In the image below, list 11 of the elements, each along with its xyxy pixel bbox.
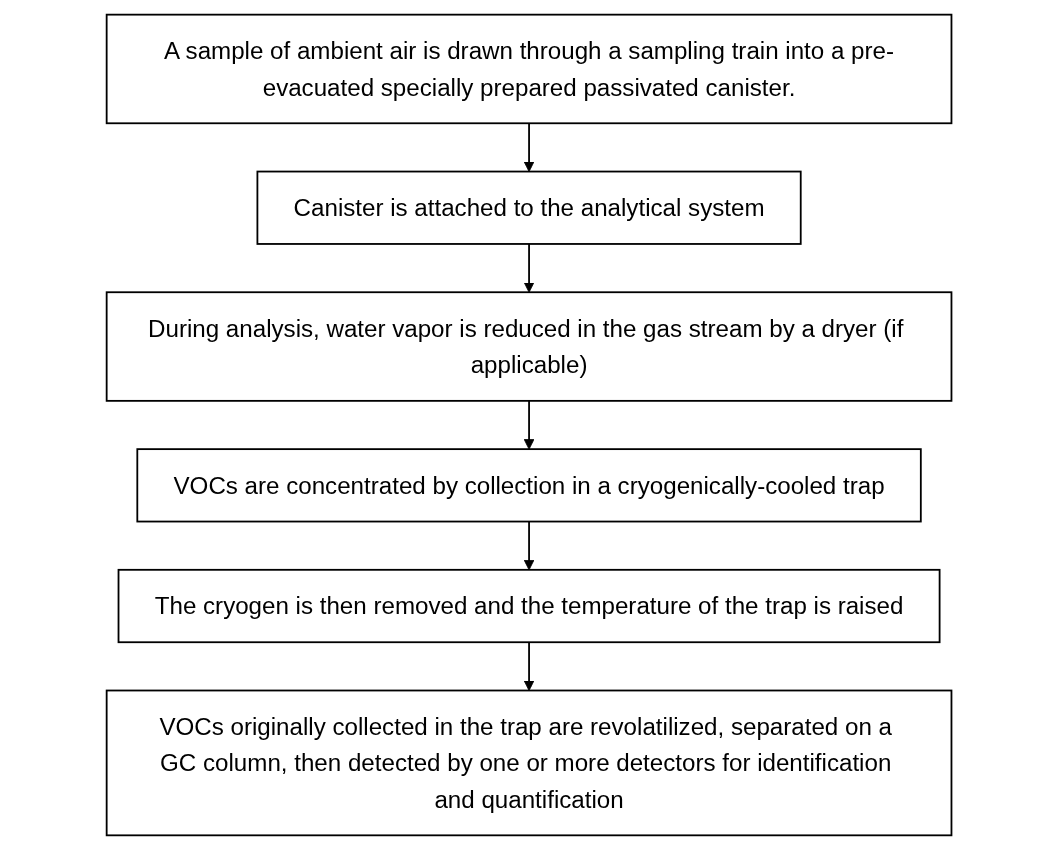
node-box: A sample of ambient air is drawn through a sampling train into a pre-evacuated specially prepared passivated canister. (106, 13, 953, 125)
node-box: Canister is attached to the analytical system (256, 170, 803, 245)
arrow (524, 122, 535, 173)
node-box: The cryogen is then removed and the temperature of the trap is raised (118, 568, 941, 644)
arrow (524, 399, 535, 450)
node-box: VOCs are concentrated by collection in a cryogenically-cooled trap (136, 448, 923, 523)
node-box: VOCs originally collected in the trap are revolatilized, separated on a GC column, then detected by one or more detectors for identification and quantification (106, 689, 953, 837)
arrow (524, 520, 535, 571)
node-box: During analysis, water vapor is reduced in the gas stream by a dryer (if applicable) (106, 291, 953, 402)
arrow (524, 641, 535, 691)
arrow (524, 243, 535, 293)
